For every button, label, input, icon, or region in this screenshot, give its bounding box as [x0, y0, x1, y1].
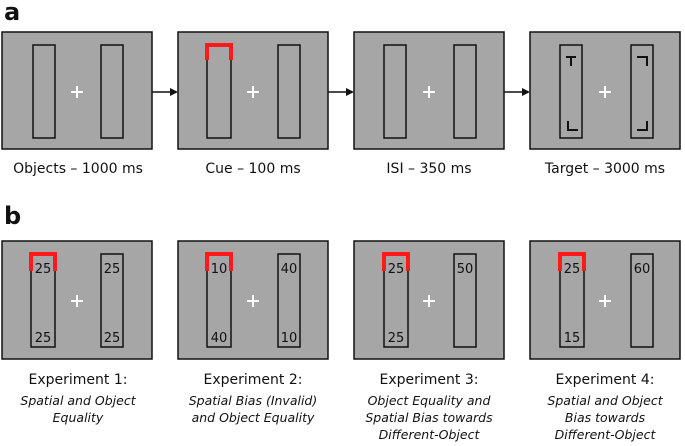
fixation-cross [71, 86, 83, 98]
fixation-cross [423, 295, 435, 307]
experiment-title: Experiment 1: [29, 372, 128, 388]
experiment-3-screen: 25 25 50 [353, 240, 505, 360]
experiment-title: Experiment 4: [556, 372, 655, 388]
experiment-4-screen: 25 15 60 [529, 240, 681, 360]
experiment-description-line: Spatial and Object [547, 393, 663, 408]
arrow-head [170, 88, 178, 96]
experiment-description-line: Bias towards [565, 410, 646, 425]
probability-left-bottom: 15 [564, 331, 581, 346]
panel-a-letter: a [4, 0, 20, 26]
experiment-1-screen: 25 25 25 25 [1, 240, 153, 360]
probability-right-top: 50 [457, 262, 474, 277]
probability-right-bottom: 10 [281, 331, 298, 346]
probability-right-bottom: 25 [104, 331, 121, 346]
screen-caption: Objects – 1000 ms [13, 161, 143, 177]
experiment-description-line: and Object Equality [192, 410, 315, 425]
experiment-title: Experiment 3: [380, 372, 479, 388]
arrow-head [522, 88, 530, 96]
fixation-cross [423, 86, 435, 98]
panel-b-letter: b [4, 202, 21, 230]
experiment-description-line: Spatial Bias towards [365, 410, 493, 425]
target-t-shape [566, 56, 576, 66]
experiment-description-line: Different-Object [555, 427, 657, 442]
distractor-l-shape [637, 56, 648, 66]
probability-left-top: 25 [35, 262, 52, 277]
screen-caption: Cue – 100 ms [205, 161, 300, 177]
cue-marker [382, 252, 410, 271]
fixation-cross [71, 295, 83, 307]
probability-right-top: 60 [634, 262, 651, 277]
right-object-bar [453, 253, 477, 348]
fixation-cross [247, 86, 259, 98]
right-object-bar [630, 253, 654, 348]
distractor-l-shape [567, 121, 578, 131]
left-object-bar [383, 44, 407, 139]
probability-right-top: 25 [104, 262, 121, 277]
probability-left-top: 25 [388, 262, 405, 277]
screen-objects [1, 31, 153, 150]
right-object-bar [277, 44, 301, 139]
probability-left-bottom: 40 [211, 331, 228, 346]
cue-marker [205, 43, 233, 60]
cue-marker [29, 252, 57, 271]
experiment-title: Experiment 2: [204, 372, 303, 388]
right-object-bar [453, 44, 477, 139]
fixation-cross [599, 86, 611, 98]
left-object-bar [559, 44, 583, 139]
screen-caption: ISI – 350 ms [386, 161, 471, 177]
right-object-bar [277, 253, 301, 348]
probability-left-bottom: 25 [35, 331, 52, 346]
screen-isi [353, 31, 505, 150]
left-object-bar [32, 44, 56, 139]
probability-right-top: 40 [281, 262, 298, 277]
screen-target [529, 31, 681, 150]
experiment-description-line: Spatial Bias (Invalid) [189, 393, 318, 408]
right-object-bar [100, 44, 124, 139]
right-object-bar [100, 253, 124, 348]
probability-left-bottom: 25 [388, 331, 405, 346]
experiment-description-line: Spatial and Object [20, 393, 136, 408]
arrow-head [346, 88, 354, 96]
cue-marker [205, 252, 233, 271]
probability-left-top: 25 [564, 262, 581, 277]
fixation-cross [599, 295, 611, 307]
experiment-description-line: Equality [53, 410, 104, 425]
screen-caption: Target – 3000 ms [544, 161, 665, 177]
probability-left-top: 10 [211, 262, 228, 277]
cue-marker [558, 252, 586, 271]
fixation-cross [247, 295, 259, 307]
experiment-description-line: Object Equality and [368, 393, 491, 408]
distractor-l-shape [637, 121, 648, 131]
experiment-description-line: Different-Object [379, 427, 481, 442]
right-object-bar [630, 44, 654, 139]
experiment-2-screen: 10 40 40 10 [177, 240, 329, 360]
screen-cue [177, 31, 329, 150]
